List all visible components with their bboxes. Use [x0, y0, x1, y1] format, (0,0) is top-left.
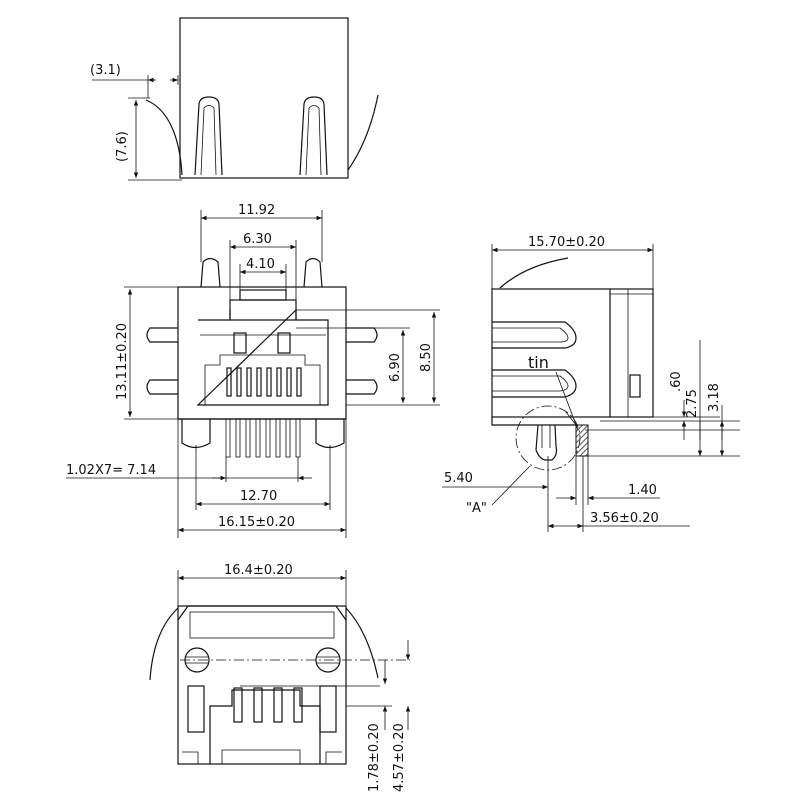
side-prong-upper [492, 321, 577, 349]
bottom-spring-right [345, 607, 379, 679]
dim-clip-offset: (3.1) [90, 63, 121, 78]
dim-060: .60 [669, 371, 684, 392]
front-view: 11.92 6.30 4.10 13.11±0.20 6.90 8.50 1.0… [66, 203, 440, 538]
dim-318: 3.18 [707, 383, 722, 412]
top-view-left-spring [145, 99, 183, 176]
top-view-body [179, 17, 349, 179]
top-view: (3.1) (7.6) [90, 17, 379, 181]
side-body [491, 288, 654, 418]
side-window [629, 374, 641, 398]
dim-356: 3.56±0.20 [590, 511, 659, 526]
dim-post-spacing: 11.92 [238, 203, 275, 218]
front-peg-left-upper [146, 327, 178, 343]
front-opening [196, 308, 329, 406]
dim-178: 1.78±0.20 [367, 723, 382, 792]
front-latch [229, 299, 297, 321]
top-view-post-right [299, 96, 328, 176]
side-view: tin 15.70±0.20 .60 2.75 3.18 5.40 "A" 1.… [442, 235, 740, 532]
dim-140: 1.40 [628, 483, 657, 498]
dim-height-top: (7.6) [115, 131, 130, 162]
label-detail-a: "A" [466, 501, 487, 516]
front-peg-left-lower [146, 379, 178, 395]
dim-height-690: 6.90 [388, 353, 403, 382]
dim-275: 2.75 [685, 389, 700, 418]
dim-height-850: 8.50 [419, 343, 434, 372]
dim-total-height: 13.11±0.20 [115, 323, 130, 400]
dim-pin-span: 12.70 [240, 489, 277, 504]
dim-inner-width: 6.30 [243, 232, 272, 247]
front-peg-right-upper [346, 327, 378, 343]
top-view-right-spring [347, 94, 379, 171]
bottom-spring-left [149, 607, 179, 681]
front-post-left [200, 257, 221, 288]
front-led-left [233, 332, 247, 354]
dim-pin-pitch: 1.02X7= 7.14 [66, 463, 156, 478]
front-pins [181, 418, 345, 458]
bottom-body [177, 605, 347, 765]
detail-peg [535, 424, 558, 461]
front-latch-top [239, 289, 287, 301]
front-led-right [277, 332, 291, 354]
front-peg-right-lower [346, 379, 378, 395]
front-post-right [303, 257, 323, 288]
top-view-post-left-inner [200, 105, 217, 176]
side-spring [499, 257, 569, 289]
side-prong-lower [492, 369, 577, 398]
dim-bottom-width: 16.4±0.20 [224, 563, 293, 578]
label-tin: tin [528, 353, 549, 372]
dim-540: 5.40 [444, 471, 473, 486]
dim-body-width: 16.15±0.20 [218, 515, 295, 530]
top-view-post-left [194, 96, 223, 176]
dim-latch-width: 4.10 [246, 257, 275, 272]
top-view-post-right-inner [305, 105, 322, 176]
tin-hatched-pin [575, 424, 589, 457]
front-contacts [226, 367, 302, 397]
dim-457: 4.57±0.20 [392, 723, 407, 792]
dim-side-length: 15.70±0.20 [528, 235, 605, 250]
bottom-view: 16.4±0.20 1.78±0.20 4.57±0.20 [149, 563, 411, 792]
